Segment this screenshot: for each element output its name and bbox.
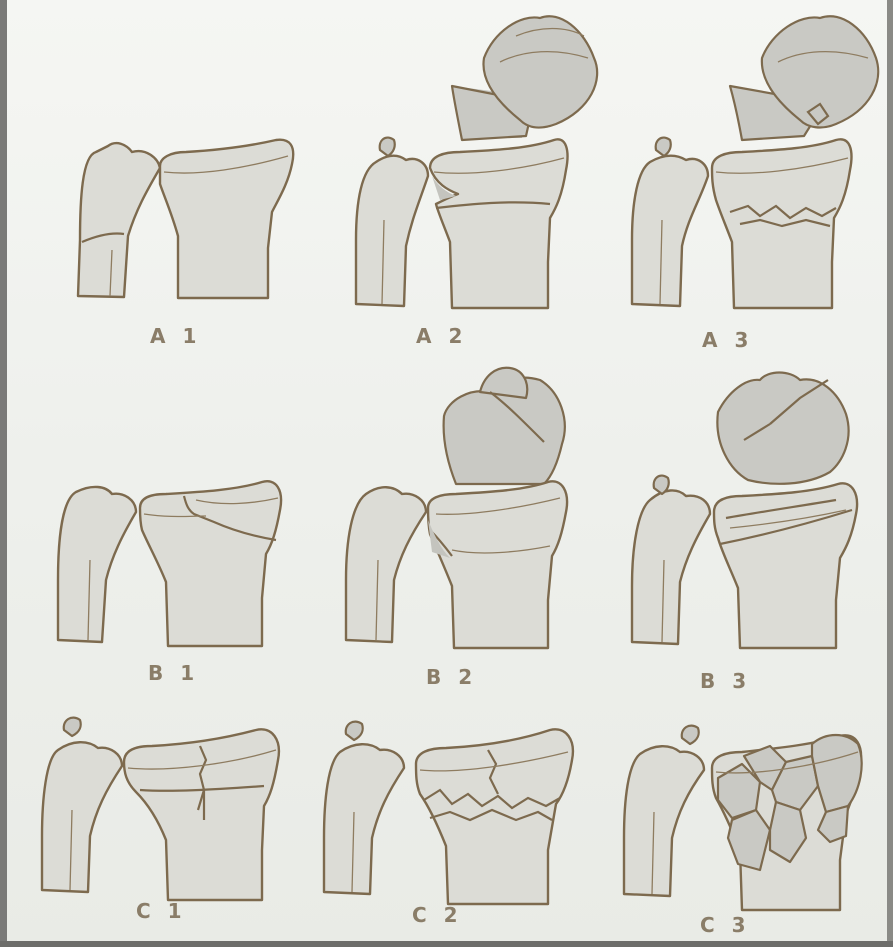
b1-radius	[140, 481, 281, 646]
a2-ulna	[356, 138, 428, 306]
a3-top-fragment	[730, 16, 878, 140]
panel-b3: B 3	[632, 373, 857, 694]
label-a3: A 3	[702, 328, 753, 352]
b2-radius	[428, 481, 567, 648]
b2-top-fragment	[444, 368, 565, 484]
c2-radius	[416, 729, 573, 904]
label-b3: B 3	[700, 669, 751, 693]
a1-ulna	[78, 143, 160, 297]
c1-radius	[124, 729, 279, 900]
label-c1: C 1	[136, 899, 187, 923]
label-a2: A 2	[416, 324, 467, 348]
a2-radius	[430, 139, 568, 308]
panel-b2: B 2	[346, 368, 567, 689]
a1-radius	[160, 140, 293, 298]
c3-ulna	[624, 726, 704, 896]
label-b2: B 2	[426, 665, 477, 689]
b3-radius	[714, 483, 857, 648]
label-c2: C 2	[412, 903, 463, 927]
label-b1: B 1	[148, 661, 199, 685]
panel-b1: B 1	[58, 481, 281, 685]
label-a1: A 1	[150, 324, 201, 348]
a3-radius	[712, 139, 851, 308]
b3-ulna	[632, 476, 710, 644]
panel-a3: A 3	[632, 16, 878, 352]
panel-c1: C 1	[42, 718, 279, 923]
b1-ulna	[58, 487, 136, 642]
a3-ulna	[632, 138, 708, 306]
c2-ulna	[324, 722, 404, 894]
label-c3: C 3	[700, 913, 751, 937]
c3-radius	[712, 735, 862, 910]
panel-c3: C 3	[624, 726, 862, 937]
a2-top-fragment	[452, 16, 597, 140]
b3-top-fragment	[717, 373, 848, 484]
b2-ulna	[346, 487, 426, 642]
panel-a2: A 2	[356, 16, 597, 348]
panel-a1: A 1	[78, 140, 293, 348]
c1-ulna	[42, 718, 122, 892]
panel-c2: C 2	[324, 722, 573, 927]
